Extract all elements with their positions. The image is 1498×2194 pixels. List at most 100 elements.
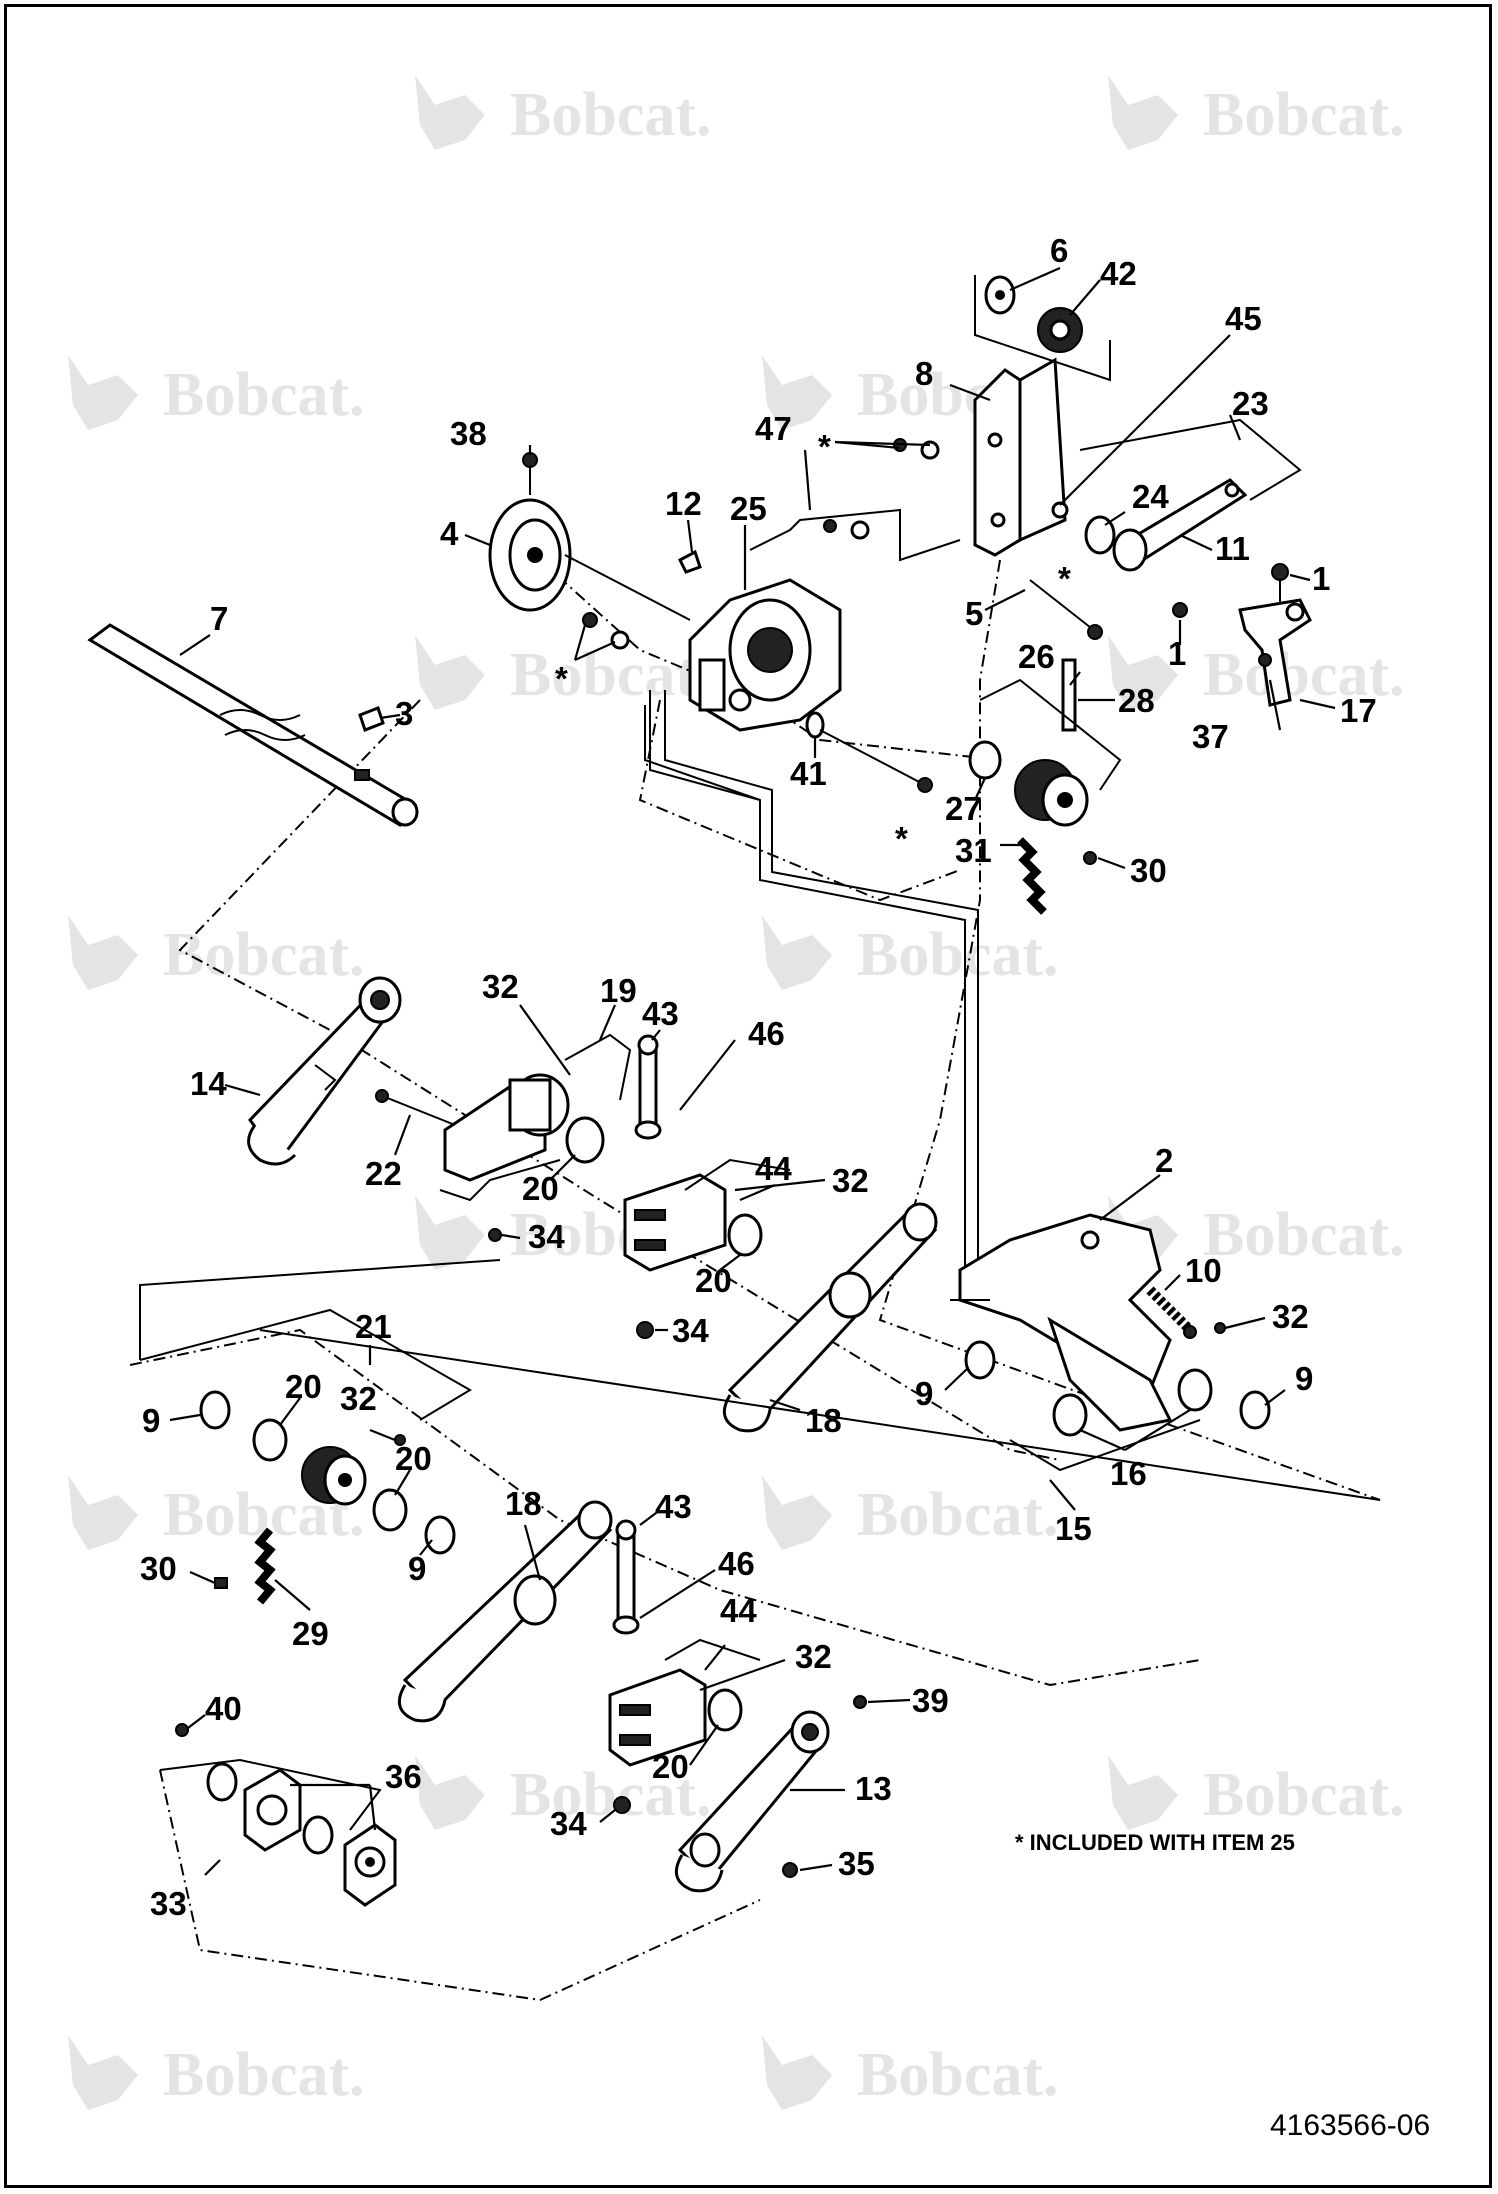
callout-20: 20	[695, 1262, 732, 1299]
nut-34	[488, 1228, 502, 1242]
callout-20: 20	[285, 1368, 322, 1405]
callout-9: 9	[1295, 1360, 1313, 1397]
callout-44: 44	[720, 1592, 757, 1629]
callout-46: 46	[748, 1015, 785, 1052]
washer-46	[612, 1615, 640, 1635]
callout-7: 7	[210, 600, 228, 637]
watermark-text: Bobcat.	[163, 2041, 365, 2109]
callout-37: 37	[1192, 718, 1229, 755]
washer	[610, 630, 630, 650]
watermark-text: Bobcat.	[510, 641, 712, 709]
callout-star: *	[555, 660, 568, 697]
callout-42: 42	[1100, 255, 1137, 292]
callout-20: 20	[522, 1170, 559, 1207]
bobcat-watermark-logo: Bobcat.	[762, 1475, 1059, 1550]
callout-17: 17	[1340, 692, 1377, 729]
callout-30: 30	[1130, 852, 1167, 889]
callout-36: 36	[385, 1758, 422, 1795]
callout-4: 4	[440, 515, 459, 552]
callout-32: 32	[482, 968, 519, 1005]
arm-18	[397, 1500, 613, 1723]
grouping-brackets	[139, 275, 1381, 1831]
bracket-8	[973, 357, 1067, 557]
callout-33: 33	[150, 1885, 187, 1922]
bolt-43	[637, 1034, 659, 1127]
clevis-44	[623, 1173, 727, 1272]
callout-43: 43	[642, 995, 679, 1032]
callout-star: *	[895, 820, 908, 857]
callout-11: 11	[1215, 530, 1250, 567]
washer-41	[805, 711, 825, 739]
callout-18: 18	[805, 1402, 842, 1439]
callout-34: 34	[528, 1218, 565, 1255]
washer	[850, 520, 870, 540]
bracket-19	[443, 1073, 570, 1182]
flange-36	[243, 1768, 302, 1852]
callout-41: 41	[790, 755, 827, 792]
bobcat-watermark-logo: Bobcat.	[1108, 635, 1405, 710]
callout-30: 30	[140, 1550, 177, 1587]
chain-31	[1017, 837, 1047, 915]
callout-13: 13	[855, 1770, 892, 1807]
gear-42	[1037, 307, 1083, 353]
callout-9: 9	[915, 1375, 933, 1412]
callout-star: *	[818, 428, 831, 465]
callout-29: 29	[292, 1615, 329, 1652]
nut	[582, 612, 598, 628]
pin-28	[1061, 658, 1077, 732]
callout-15: 15	[1055, 1510, 1092, 1547]
gearbox-housing-25	[688, 578, 842, 732]
bobcat-watermark-logo: Bobcat.	[415, 75, 712, 150]
nut-35	[782, 1862, 798, 1878]
sprocket-21	[301, 1446, 367, 1506]
bobcat-watermark-logo: Bobcat.	[68, 355, 365, 430]
shaft-7	[87, 623, 419, 827]
callout-3: 3	[395, 695, 413, 732]
callout-45: 45	[1225, 300, 1262, 337]
callout-24: 24	[1132, 478, 1169, 515]
sprocket	[1014, 759, 1089, 827]
callout-34: 34	[550, 1805, 587, 1842]
callout-1: 1	[1312, 560, 1330, 597]
watermark-text: Bobcat.	[857, 2041, 1059, 2109]
footnote: * INCLUDED WITH ITEM 25	[1015, 1830, 1295, 1855]
callout-32: 32	[340, 1380, 377, 1417]
arm-14	[247, 976, 402, 1166]
watermark-text: Bobcat.	[510, 1761, 712, 1829]
link-30	[214, 1577, 228, 1589]
callout-32: 32	[795, 1638, 832, 1675]
bracket-2	[950, 1213, 1173, 1432]
watermark-text: Bobcat.	[1203, 1761, 1405, 1829]
nut-34	[613, 1796, 631, 1814]
bushing-20	[252, 1418, 288, 1462]
callout-23: 23	[1232, 385, 1269, 422]
bearing	[302, 1815, 334, 1855]
callout-12: 12	[665, 485, 702, 522]
bolt-39	[853, 1695, 867, 1709]
bobcat-watermark-logo: Bobcat.	[68, 2035, 365, 2110]
callout-6: 6	[1050, 232, 1068, 269]
bolt-1	[1172, 602, 1188, 618]
callout-20: 20	[652, 1748, 689, 1785]
lower-assembly	[175, 1390, 867, 1907]
callout-32: 32	[1272, 1298, 1309, 1335]
middle-assembly	[247, 976, 1271, 1437]
control-rod	[649, 690, 979, 1270]
watermark-text: Bobcat.	[857, 1481, 1059, 1549]
bobcat-watermark-logo: Bobcat.	[1108, 1755, 1405, 1830]
washer-46	[634, 1120, 662, 1140]
bearing-24	[1084, 515, 1116, 555]
bushing-20	[727, 1213, 763, 1257]
upper-drive-assembly	[87, 275, 1312, 915]
callout-star: *	[1058, 560, 1071, 597]
document-number: 4163566-06	[1270, 2109, 1430, 2142]
callout-18: 18	[505, 1485, 542, 1522]
washer	[920, 440, 940, 460]
bolt-40	[175, 1723, 189, 1737]
callout-22: 22	[365, 1155, 402, 1192]
bearing	[206, 1762, 238, 1802]
washer-9	[199, 1390, 231, 1430]
page-border	[4, 4, 1492, 2188]
callout-labels: 6 42 45 8 23 47 38 12 25 24 11 4 1 5 1 7…	[140, 232, 1377, 1922]
